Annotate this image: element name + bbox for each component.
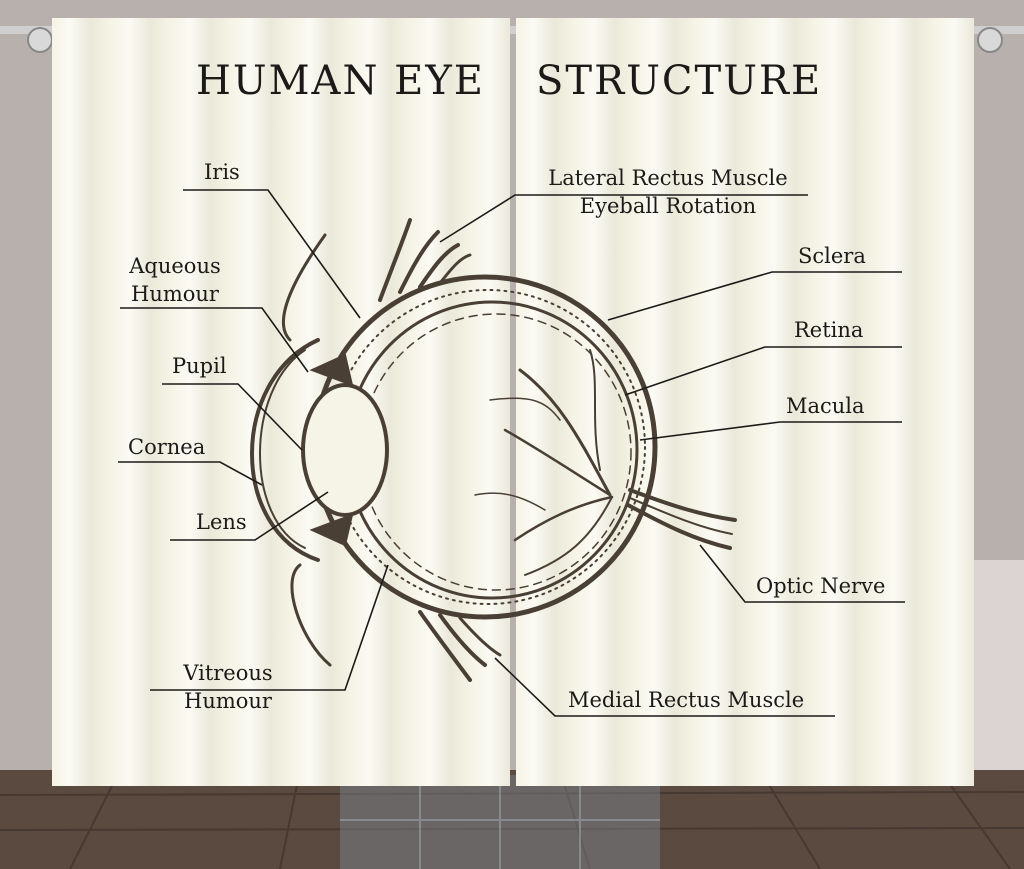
label-medial-rectus-muscle: Medial Rectus Muscle	[568, 688, 805, 712]
diagram-title-right: STRUCTURE	[536, 58, 823, 104]
label-lateral-rectus-muscle: Lateral Rectus Muscle Eyeball Rotation	[528, 164, 808, 220]
label-lateral-line2: Eyeball Rotation	[579, 194, 757, 218]
label-cornea: Cornea	[128, 435, 206, 459]
iris-lower	[309, 513, 354, 547]
iris-upper	[309, 353, 354, 387]
label-optic-nerve: Optic Nerve	[756, 574, 886, 598]
optic-nerve-upper	[628, 488, 737, 522]
wall-light	[974, 560, 1024, 770]
lateral-rectus-muscle	[378, 218, 412, 302]
curtain-rod	[0, 26, 1024, 34]
label-lateral-line1: Lateral Rectus Muscle	[548, 166, 788, 190]
label-sclera: Sclera	[798, 244, 866, 268]
curtain-panel-right	[516, 18, 974, 786]
optic-nerve-lower	[626, 503, 732, 550]
label-aqueous-line1: Aqueous	[129, 254, 221, 278]
label-vitreous-line2: Humour	[184, 689, 272, 713]
label-aqueous-line2: Humour	[131, 282, 219, 306]
cornea-outline	[250, 338, 320, 562]
choroid-dots	[330, 289, 646, 605]
label-aqueous-humour: Aqueous Humour	[122, 252, 228, 308]
blood-vessel	[518, 368, 612, 497]
rod-bracket-right	[977, 27, 1003, 53]
vitreous-boundary	[360, 313, 632, 591]
label-pupil: Pupil	[172, 354, 227, 378]
label-macula: Macula	[786, 394, 865, 418]
lens-outline	[301, 383, 389, 517]
floor-boards	[0, 769, 1024, 869]
label-lens: Lens	[196, 510, 247, 534]
medial-rectus-muscle	[418, 610, 472, 682]
cornea-inner	[259, 349, 306, 549]
lower-eyelid	[290, 563, 332, 667]
label-iris: Iris	[204, 160, 240, 184]
curtain-panel-left	[52, 18, 510, 786]
label-retina: Retina	[794, 318, 864, 342]
leader-lines	[118, 189, 905, 717]
upper-eyelid	[282, 233, 327, 342]
retina-layer	[345, 300, 639, 600]
label-vitreous-line1: Vitreous	[183, 661, 273, 685]
label-vitreous-humour: Vitreous Humour	[172, 659, 284, 715]
diagram-title-left: HUMAN EYE	[196, 58, 485, 104]
